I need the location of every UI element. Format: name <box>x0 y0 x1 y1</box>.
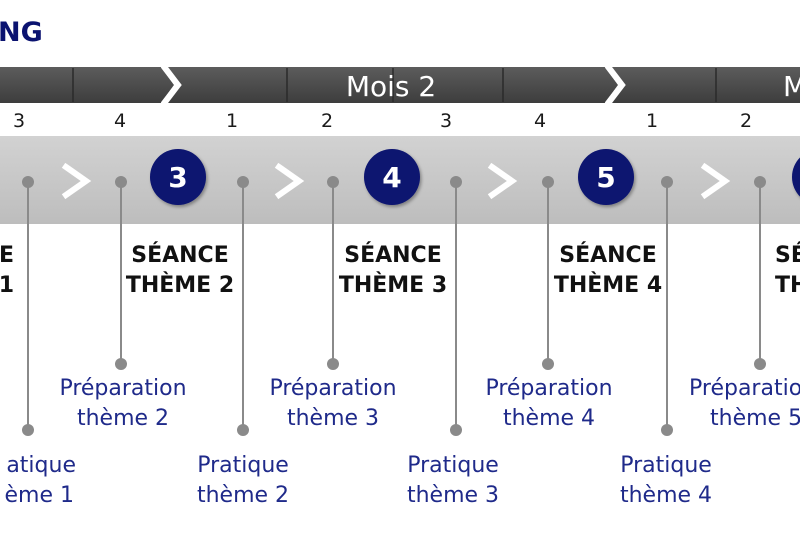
session-number: 5 <box>596 161 615 194</box>
chevron-right-icon <box>274 162 305 200</box>
preparation-line1: Préparation <box>269 376 396 401</box>
session-number: 4 <box>382 161 401 194</box>
month-label-2: Mois 2 <box>346 70 436 103</box>
preparation-line2: thème 2 <box>77 406 169 431</box>
week-number: 4 <box>534 110 546 132</box>
session-label-line2: THÈME 4 <box>554 272 662 298</box>
session-circle-3 <box>150 149 206 205</box>
preparation-line1: Préparatio <box>689 376 800 401</box>
connector-dot <box>661 424 673 436</box>
month-segment-2 <box>163 67 618 103</box>
connector-dot <box>237 424 249 436</box>
session-label-line2: 1 <box>0 273 14 298</box>
session-label-line2: TH <box>775 273 800 298</box>
practice-line2: ème 1 <box>5 483 75 508</box>
connector-dot <box>115 176 127 188</box>
session-circles: 3 4 5 <box>150 149 800 205</box>
connector-dot <box>754 358 766 370</box>
flow-chevrons <box>61 162 731 200</box>
session-label-line2: THÈME 2 <box>126 272 234 298</box>
session-label-line1: SÉ <box>775 242 800 268</box>
month-separator-1 <box>160 63 182 107</box>
connectors <box>27 182 761 430</box>
week-number: 2 <box>321 110 333 132</box>
page-title: NG <box>0 17 43 48</box>
chevron-right-icon <box>700 162 731 200</box>
connector-dot <box>450 424 462 436</box>
session-circle-5 <box>578 149 634 205</box>
session-label-line1: SÉANCE <box>344 242 442 268</box>
connector-dot <box>237 176 249 188</box>
practice-line1: Pratique <box>407 453 499 478</box>
connector-dot <box>450 176 462 188</box>
session-label-line1: SÉANCE <box>559 242 657 268</box>
connector-dot <box>542 176 554 188</box>
connector-dot <box>22 176 34 188</box>
preparation-labels: Préparation thème 2 Préparation thème 3 … <box>59 376 800 431</box>
preparation-line2: thème 5 <box>710 406 800 431</box>
month-segment-3 <box>607 67 800 103</box>
connector-dot <box>754 176 766 188</box>
week-number: 3 <box>13 110 25 132</box>
session-circle-6 <box>792 157 800 197</box>
practice-line1: Pratique <box>620 453 712 478</box>
month-label-3: M <box>783 70 800 103</box>
week-numbers: 3 4 1 2 3 4 1 2 <box>13 110 752 132</box>
preparation-line1: Préparation <box>485 376 612 401</box>
practice-labels: atique ème 1 Pratique thème 2 Pratique t… <box>5 453 713 508</box>
connector-dot <box>22 424 34 436</box>
week-number: 1 <box>646 110 658 132</box>
month-separator-2 <box>604 63 626 107</box>
chevron-right-icon <box>487 162 518 200</box>
connector-dot <box>327 358 339 370</box>
session-label-line1: SÉANCE <box>131 242 229 268</box>
connector-dot <box>542 358 554 370</box>
session-circle-4 <box>364 149 420 205</box>
chevron-right-icon <box>61 162 92 200</box>
session-label-line2: THÈME 3 <box>339 272 447 298</box>
session-labels: E 1 SÉANCE THÈME 2 SÉANCE THÈME 3 SÉANCE… <box>0 242 800 298</box>
session-label-line1: E <box>0 243 14 268</box>
practice-line2: thème 3 <box>407 483 499 508</box>
connector-dots <box>22 176 766 436</box>
month-segment-1 <box>0 67 174 103</box>
practice-line1: Pratique <box>197 453 289 478</box>
connector-dot <box>661 176 673 188</box>
practice-line2: thème 4 <box>620 483 712 508</box>
connector-dot <box>327 176 339 188</box>
week-number: 4 <box>114 110 126 132</box>
preparation-line2: thème 3 <box>287 406 379 431</box>
practice-line1: atique <box>6 453 76 478</box>
week-number: 3 <box>440 110 452 132</box>
week-number: 1 <box>226 110 238 132</box>
practice-line2: thème 2 <box>197 483 289 508</box>
preparation-line2: thème 4 <box>503 406 595 431</box>
session-number: 3 <box>168 161 187 194</box>
preparation-line1: Préparation <box>59 376 186 401</box>
month-band: Mois 2 M <box>0 63 800 107</box>
connector-dot <box>115 358 127 370</box>
week-number: 2 <box>740 110 752 132</box>
